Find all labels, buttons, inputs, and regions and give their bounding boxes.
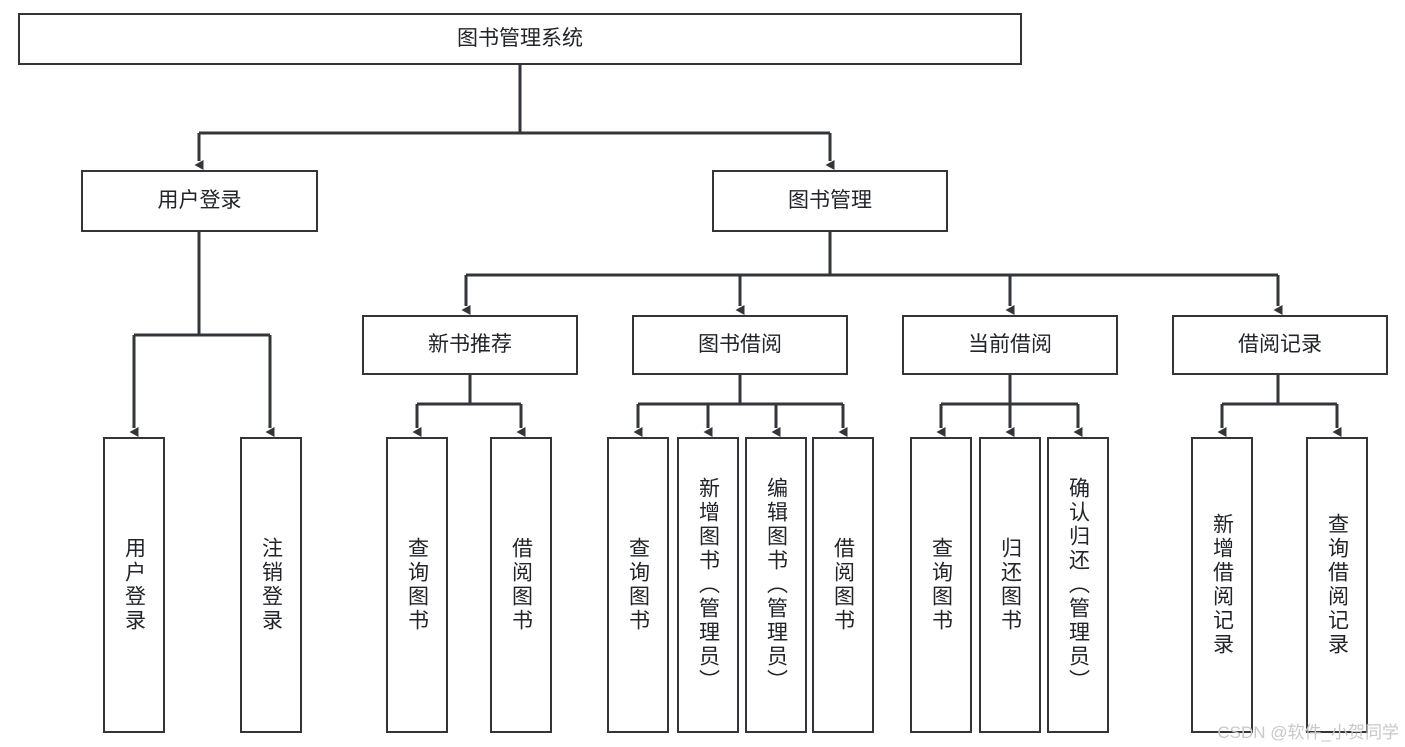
node-leaf-query-book-2-label: 查询图书 (626, 537, 650, 633)
node-leaf-query-book-2[interactable]: 查询图书 (607, 437, 669, 733)
node-new-book-recommend[interactable]: 新书推荐 (362, 315, 578, 375)
node-leaf-edit-book-admin-label: 编辑图书（管理员） (764, 477, 788, 693)
node-user-login-label: 用户登录 (157, 189, 242, 213)
node-leaf-query-book-1[interactable]: 查询图书 (386, 437, 448, 733)
node-leaf-confirm-return-admin-label: 确认归还（管理员） (1066, 477, 1090, 693)
node-leaf-logout-login-label: 注销登录 (259, 537, 283, 633)
node-leaf-logout-login[interactable]: 注销登录 (240, 437, 302, 733)
node-borrow-record-label: 借阅记录 (1238, 333, 1322, 357)
node-leaf-edit-book-admin[interactable]: 编辑图书（管理员） (745, 437, 807, 733)
node-leaf-add-borrow-record-label: 新增借阅记录 (1210, 513, 1234, 657)
node-user-login[interactable]: 用户登录 (81, 170, 318, 232)
node-current-borrow-label: 当前借阅 (968, 333, 1052, 357)
node-leaf-return-book[interactable]: 归还图书 (979, 437, 1041, 733)
node-current-borrow[interactable]: 当前借阅 (902, 315, 1118, 375)
node-leaf-query-book-1-label: 查询图书 (405, 537, 429, 633)
node-leaf-user-login[interactable]: 用户登录 (103, 437, 165, 733)
node-leaf-confirm-return-admin[interactable]: 确认归还（管理员） (1047, 437, 1109, 733)
node-root[interactable]: 图书管理系统 (18, 13, 1022, 65)
node-leaf-borrow-book-1[interactable]: 借阅图书 (490, 437, 552, 733)
node-root-label: 图书管理系统 (457, 27, 583, 51)
node-book-manage-label: 图书管理 (788, 189, 872, 213)
node-leaf-add-book-admin-label: 新增图书（管理员） (696, 477, 720, 693)
node-leaf-borrow-book-1-label: 借阅图书 (509, 537, 533, 633)
node-leaf-query-book-3[interactable]: 查询图书 (910, 437, 972, 733)
node-book-borrow-label: 图书借阅 (698, 333, 782, 357)
node-leaf-add-book-admin[interactable]: 新增图书（管理员） (677, 437, 739, 733)
node-leaf-user-login-label: 用户登录 (122, 537, 146, 633)
node-leaf-query-borrow-record-label: 查询借阅记录 (1325, 513, 1349, 657)
node-leaf-borrow-book-2[interactable]: 借阅图书 (812, 437, 874, 733)
node-leaf-query-borrow-record[interactable]: 查询借阅记录 (1306, 437, 1368, 733)
node-book-borrow[interactable]: 图书借阅 (632, 315, 848, 375)
node-leaf-query-book-3-label: 查询图书 (929, 537, 953, 633)
node-new-book-recommend-label: 新书推荐 (428, 333, 512, 357)
node-book-manage[interactable]: 图书管理 (712, 170, 948, 232)
node-leaf-add-borrow-record[interactable]: 新增借阅记录 (1191, 437, 1253, 733)
node-borrow-record[interactable]: 借阅记录 (1172, 315, 1388, 375)
node-leaf-borrow-book-2-label: 借阅图书 (831, 537, 855, 633)
node-leaf-return-book-label: 归还图书 (998, 537, 1022, 633)
watermark-text: CSDN @软件_小贺同学 (1217, 723, 1399, 742)
